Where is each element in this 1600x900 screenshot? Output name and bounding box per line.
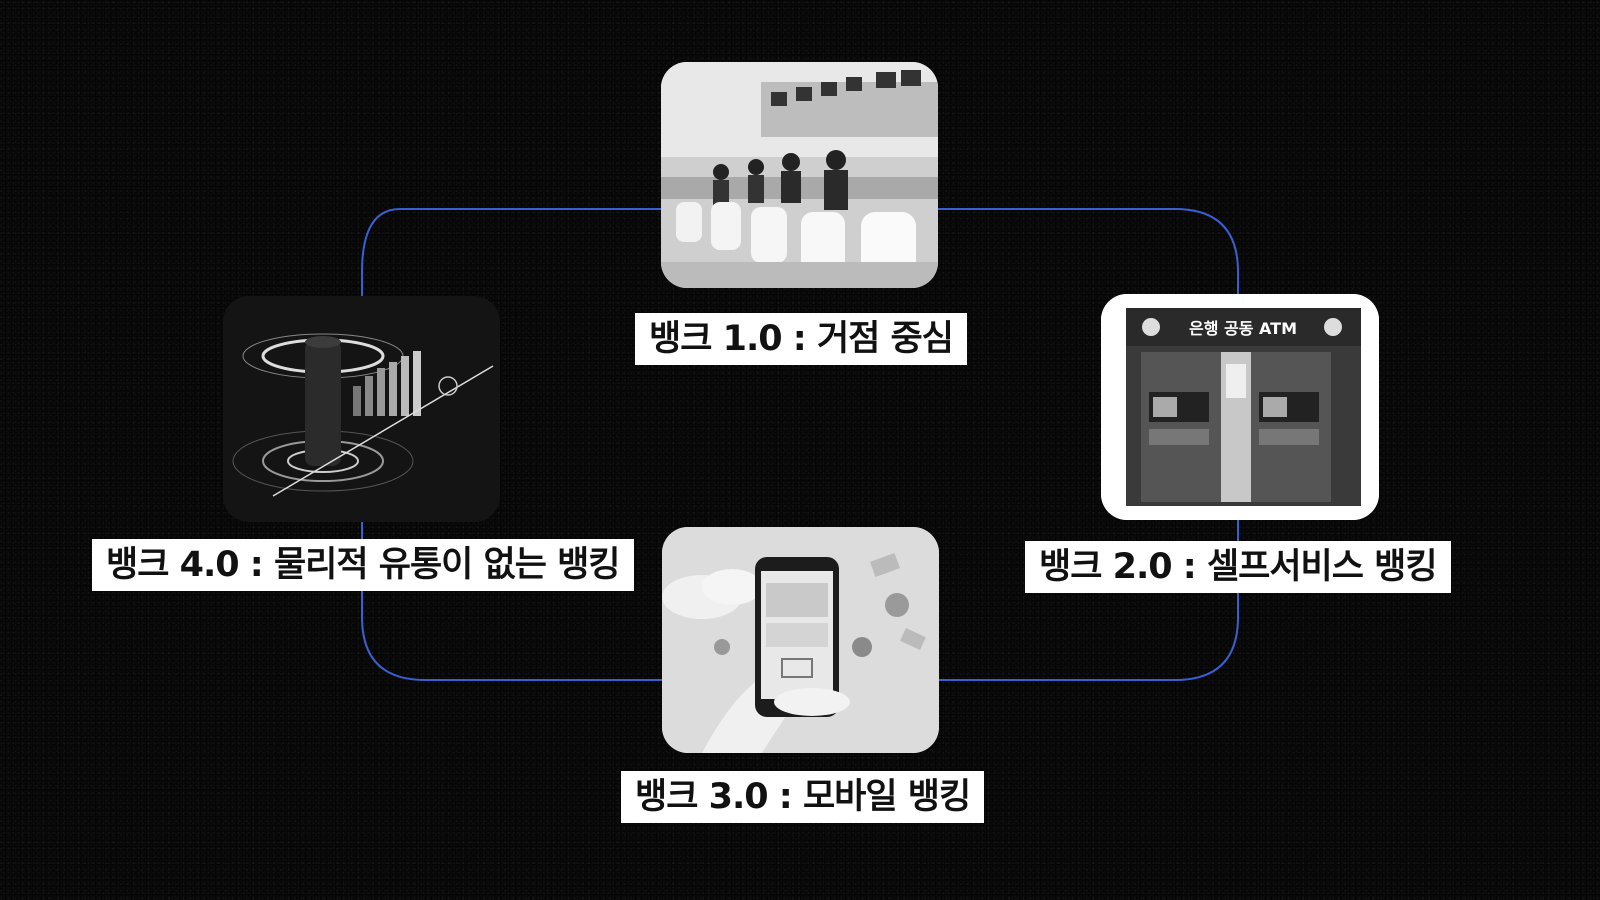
stage-label-bank2: 뱅크 2.0 : 셀프서비스 뱅킹: [1025, 541, 1451, 593]
smart-speaker-photo: [223, 296, 500, 522]
bank-branch-photo: [661, 62, 938, 288]
atm-booth-image: 은행 공동 ATM: [1101, 294, 1379, 520]
stage-label-bank1: 뱅크 1.0 : 거점 중심: [635, 313, 967, 365]
stage-label-bank3: 뱅크 3.0 : 모바일 뱅킹: [621, 771, 985, 823]
mobile-phone-image: [662, 527, 939, 753]
stage-label-bank4: 뱅크 4.0 : 물리적 유통이 없는 뱅킹: [92, 539, 634, 591]
smart-speaker-image: [223, 296, 500, 522]
bank-branch-image: [661, 62, 938, 288]
mobile-phone-photo: [662, 527, 939, 753]
atm-sign-text: 은행 공동 ATM: [1189, 319, 1297, 338]
atm-booth-photo: 은행 공동 ATM: [1101, 294, 1379, 520]
cycle-loop-path: [361, 208, 1239, 681]
